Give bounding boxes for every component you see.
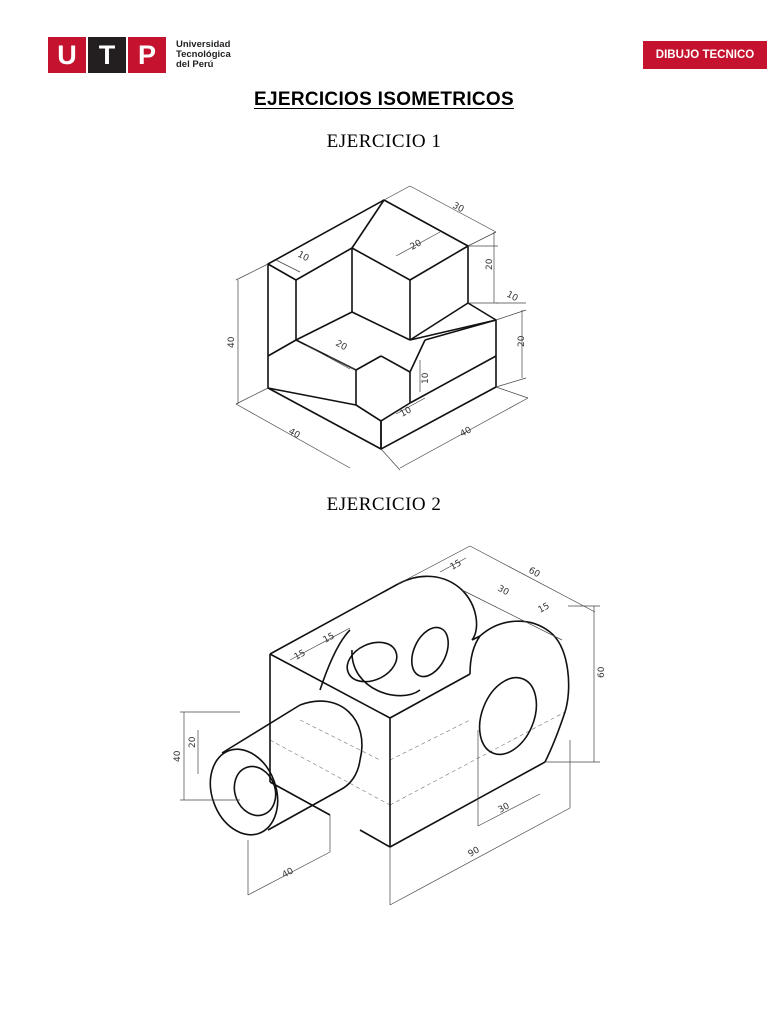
exercise-2-dimension-labels: 15 60 30 15 15 15 60 40 20 30 40 90: [173, 558, 607, 880]
logo-letter-u: U: [48, 37, 86, 73]
exercise-2-dimensions: [180, 545, 600, 906]
utp-logo: U T P Universidad Tecnológica del Perú: [48, 37, 231, 73]
exercise-2-drawing: 15 60 30 15 15 15 60 40 20 30 40 90: [173, 545, 607, 906]
exercise-1-object: [267, 199, 497, 450]
ex2-dim-label: 30: [496, 584, 511, 598]
ex2-dim-label: 15: [293, 648, 308, 662]
ex2-dim-label: 90: [467, 845, 482, 859]
ex2-dim-label: 15: [537, 601, 552, 615]
ex1-dim-label: 30: [451, 201, 466, 215]
exercise-2-hidden-lines: [269, 654, 566, 806]
ex2-dim-label: 15: [322, 631, 337, 645]
document-title: EJERCICIOS ISOMETRICOS: [0, 89, 768, 111]
ex2-dim-label: 40: [281, 866, 296, 880]
ex2-dim-label: 30: [497, 801, 512, 815]
ex1-dim-label: 10: [296, 250, 311, 264]
ex2-dim-label: 60: [527, 566, 542, 580]
ex1-dim-label: 20: [485, 258, 495, 270]
ex1-dim-label: 10: [399, 405, 414, 419]
ex1-dim-label: 10: [421, 372, 431, 384]
logo-line-1: Universidad: [176, 39, 231, 50]
exercise-1-drawing: 30 20 10 20 10 20 40 20 10 10 40 40: [227, 185, 529, 471]
ex1-dim-label: 40: [287, 427, 302, 441]
course-tag: DIBUJO TECNICO: [643, 41, 767, 69]
logo-line-2: Tecnológica: [176, 49, 231, 60]
exercise-2-title: EJERCICIO 2: [326, 494, 442, 515]
exercise-1-dimensions: [235, 185, 529, 471]
ex1-dim-label: 40: [227, 336, 237, 348]
exercise-1-title: EJERCICIO 1: [326, 131, 442, 152]
document-title-text: EJERCICIOS ISOMETRICOS: [254, 89, 514, 110]
ex2-dim-label: 40: [173, 750, 183, 762]
ex1-dim-label: 10: [505, 290, 520, 304]
ex2-dim-label: 60: [597, 666, 607, 678]
ex2-dim-label: 15: [449, 558, 464, 572]
exercise-2-object: [209, 575, 570, 848]
logo-letter-t: T: [88, 37, 126, 73]
logo-letter-p: P: [128, 37, 166, 73]
ex2-dim-label: 20: [188, 736, 198, 748]
ex1-dim-label: 20: [334, 339, 349, 353]
logo-wordmark: Universidad Tecnológica del Perú: [176, 40, 231, 70]
logo-line-3: del Perú: [176, 59, 214, 70]
ex1-dim-label: 20: [517, 335, 527, 347]
exercise-1-dimension-labels: 30 20 10 20 10 20 40 20 10 10 40 40: [227, 201, 527, 441]
ex1-dim-label: 40: [459, 425, 474, 439]
ex1-dim-label: 20: [409, 238, 424, 252]
